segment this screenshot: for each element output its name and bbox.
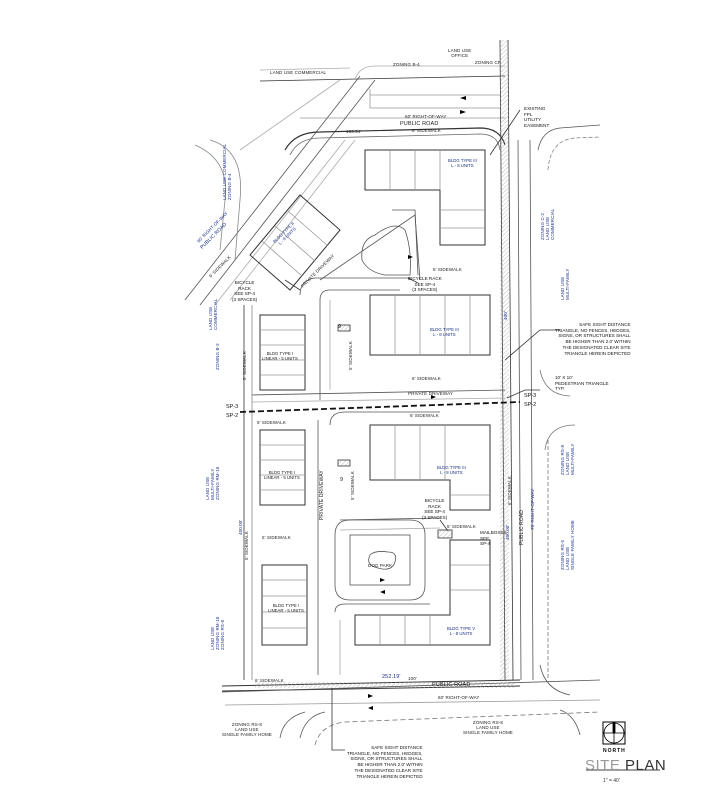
west-zone1: LAND USE COMMERCIAL xyxy=(208,298,219,330)
interior-sidewalk-se-w: 5' SIDEWALK xyxy=(350,471,355,500)
public-road-top: PUBLIC ROAD xyxy=(400,121,439,127)
dimension-top: 193.54' xyxy=(346,129,362,134)
south-zone-sw: ZONING RS-8 LAND USE SINGLE FAMILY HOME xyxy=(222,722,272,738)
east-zone3: ZONING RS-8 LAND USE MULTI-FAMILY xyxy=(560,443,576,475)
zoning-cf: ZONING CF xyxy=(475,60,501,65)
interior-sidewalk-ne-w: 5' SIDEWALK xyxy=(348,341,353,370)
land-use-commercial-top: LAND USE COMMERCIAL xyxy=(270,70,327,75)
land-use-office: LAND USE OFFICE xyxy=(448,48,472,59)
dog-park-label: DOG PARK xyxy=(368,563,393,568)
west-zone3: LAND USE ZONING RM-16 ZONING RS-8 xyxy=(210,616,226,650)
mailboxes-note: MAILBOXES SEE SP-4 xyxy=(480,530,507,547)
sheet-ref-sp3-left[interactable]: SP-3 xyxy=(226,404,239,410)
interior-sidewalk-sc: 5' SIDEWALK xyxy=(262,535,291,540)
interior-sidewalk-5-south: 5' SIDEWALK xyxy=(447,524,476,529)
interior-private-driveway-mid: PRIVATE DRIVEWAY xyxy=(408,391,453,396)
title-dark: PLAN xyxy=(625,757,667,774)
parking-count-north: 9 xyxy=(338,324,342,330)
bicycle-rack-s-note: BICYCLE RACK SEE SP-4 (3 SPACES) xyxy=(422,498,448,521)
title-light: SITE xyxy=(585,757,626,774)
building-label-west-2: BLDG TYPE I LINEAR - 5 UNITS xyxy=(264,470,300,480)
east-sidewalk: 6' SIDEWALK xyxy=(507,476,512,505)
building-label-mid-north: BLDG TYPE III L - 8 UNITS xyxy=(430,327,459,337)
interior-sidewalk-mid: 6' SIDEWALK xyxy=(412,376,441,381)
north-label: NORTH xyxy=(603,748,626,754)
south-sidewalk: 6' SIDEWALK xyxy=(255,678,284,683)
west-dimension: 400.00' xyxy=(238,519,243,535)
interior-sidewalk-n5: 5' SIDEWALK xyxy=(433,267,462,272)
sheet-ref-sp2-left[interactable]: SP-2 xyxy=(226,413,239,419)
south-zone-se: ZONING RS-8 LAND USE SINGLE FAMILY HOME xyxy=(463,720,513,736)
sheet-ref-sp2-right[interactable]: SP-2 xyxy=(524,402,537,408)
west-sidewalk-1: 5' SIDEWALK xyxy=(242,351,247,380)
interior-private-driveway-vertical: PRIVATE DRIVEWAY xyxy=(319,470,325,520)
row-top: 60' RIGHT-OF-WAY xyxy=(405,114,447,119)
west-sidewalk-2: 5' SIDEWALK xyxy=(244,531,249,560)
south-row-mark: 100' xyxy=(408,676,417,681)
south-public-road: PUBLIC ROAD xyxy=(432,682,471,688)
west-zone1-zoning: ZONING B-2 xyxy=(215,343,220,370)
zoning-b4-top: ZONING B-4 xyxy=(393,62,420,67)
west-land-use-zoning: LAND USE COMMERCIAL ZONING B-4 xyxy=(222,143,233,200)
parking-count-south: 9 xyxy=(340,477,344,483)
sight-triangle-note-right: SAFE SIGHT DISTANCE TRIANGLE, NO FENCES,… xyxy=(555,322,631,356)
building-label-west-3: BLDG TYPE I LINEAR - 5 UNITS xyxy=(268,603,304,613)
building-label-se: BLDG TYPE V L - 8 UNITS xyxy=(447,626,476,636)
south-row: 60' RIGHT-OF-WAY xyxy=(438,695,480,700)
sidewalk-top: 6' SIDEWALK xyxy=(412,128,441,133)
sight-triangle-note-bottom: SAFE SIGHT DISTANCE TRIANGLE, NO FENCES,… xyxy=(347,745,423,779)
sheet-title: SITE PLAN xyxy=(585,757,666,774)
east-row: 70' RIGHT-OF-WAY xyxy=(530,488,535,530)
pedestrian-triangle-note: 10' X 10' PEDESTRIAN TRIANGLE TYP. xyxy=(555,375,609,392)
existing-fpl-easement-note: EXISTING FPL UTILITY EASEMENT xyxy=(524,106,550,129)
east-public-road: PUBLIC ROAD xyxy=(519,510,525,545)
bicycle-rack-nw-note: BICYCLE RACK SEE SP-4 (3 SPACES) xyxy=(232,280,258,303)
east-dimension-1: 400' xyxy=(503,311,508,320)
sheet-ref-sp3-right[interactable]: SP-3 xyxy=(524,393,537,399)
interior-sidewalk-s6: 6' SIDEWALK xyxy=(410,413,439,418)
scale-label: 1" = 40' xyxy=(603,778,620,784)
bicycle-rack-n-note: BICYCLE RACK SEE SP-4 (3 SPACES) xyxy=(408,276,442,293)
east-dimension-2: 400.00' xyxy=(505,524,510,540)
building-label-mid-south: BLDG TYPE III L - 8 UNITS xyxy=(437,465,466,475)
east-zone1: ZONING C-2 LAND USE COMMERCIAL xyxy=(540,208,556,240)
east-zone2: LAND USE MULTI-FAMILY xyxy=(560,268,571,300)
east-zone4: ZONING RS-5 LAND USE SINGLE FAMILY HOME xyxy=(560,520,576,570)
interior-sidewalk-w6: 6' SIDEWALK xyxy=(257,420,286,425)
building-label-west-1: BLDG TYPE I LINEAR - 5 UNITS xyxy=(262,351,298,361)
building-label-ne: BLDG TYPE III L - 8 UNITS xyxy=(448,158,477,168)
west-zone2: LAND USE MULTI-FAMILY ZONING RM-16 xyxy=(205,466,221,500)
south-dimension: 252.19' xyxy=(382,674,401,680)
